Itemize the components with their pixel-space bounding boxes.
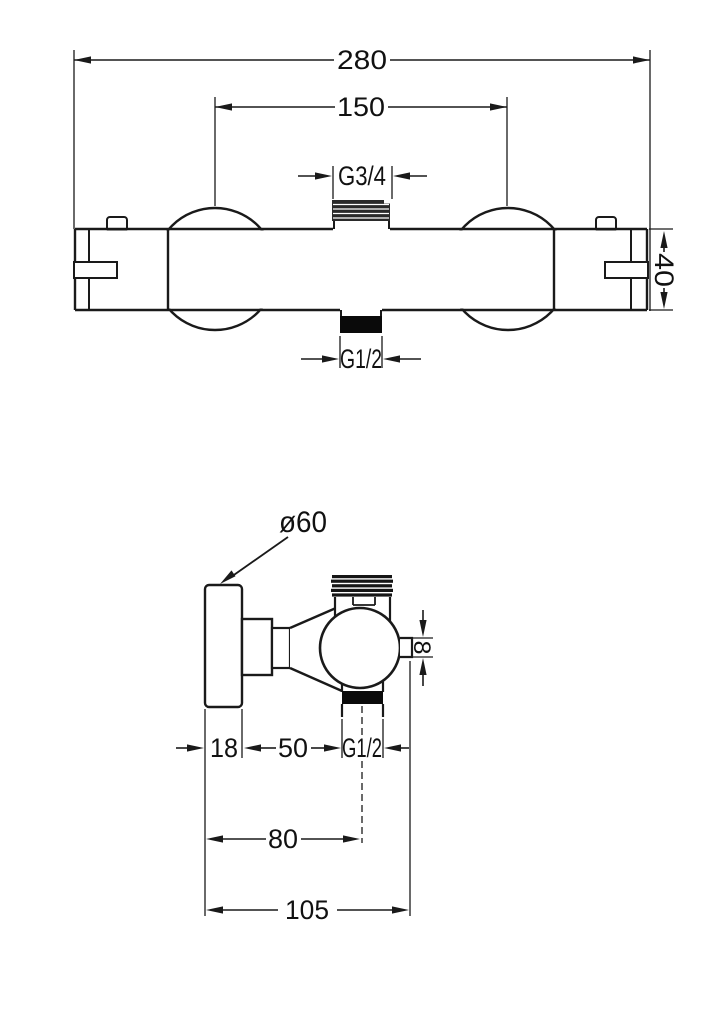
dim-top-thread: G3/4 (298, 161, 427, 199)
bracket-step (270, 626, 292, 670)
dim-flange-diameter-label: ø60 (279, 506, 327, 539)
bottom-stub-side (340, 681, 385, 717)
dim-total-depth-label: 105 (285, 895, 329, 925)
stub-neck (333, 221, 390, 229)
top-thread-side (331, 574, 393, 597)
thread-ridge (332, 593, 392, 597)
notch-left (73, 261, 118, 279)
thread-ridge (331, 588, 393, 592)
arrowhead-leader-icon (220, 570, 236, 584)
arrowhead-left-icon (206, 835, 223, 843)
dim-row-18-50-g12: 18 50 G1/2 (176, 733, 409, 763)
leader-line (230, 536, 289, 578)
dim-body-height: 40 (649, 228, 679, 311)
dim-side-tab-height: 8 (408, 610, 435, 686)
dim-flange-diameter: ø60 (220, 506, 327, 584)
thread-ridge (331, 579, 393, 583)
arrowhead-left-icon (383, 355, 400, 363)
side-extension-lines (204, 661, 411, 916)
valve-body-circle (318, 606, 402, 690)
arm-top-edge (289, 606, 337, 630)
thread-ridge (332, 575, 392, 579)
thread-block (342, 691, 383, 704)
arrowhead-right-icon (392, 906, 409, 914)
dim-side-tab-height-label: 8 (408, 641, 435, 655)
arrowhead-up-icon (419, 658, 427, 675)
side-view: ø60 (176, 506, 435, 925)
arrowhead-right-icon (324, 744, 341, 752)
dim-flange-to-outlet-label: 50 (278, 733, 308, 763)
stub-neck (340, 310, 382, 316)
arrowhead-left-icon (393, 172, 410, 180)
dim-total-depth: 105 (206, 895, 409, 925)
dim-handle-centers: 150 (214, 92, 508, 206)
arrowhead-left-icon (206, 906, 223, 914)
thread-block (340, 316, 382, 333)
dim-total-width-label: 280 (337, 45, 387, 75)
dim-total-width: 280 (73, 45, 651, 311)
dim-bottom-thread-label: G1/2 (340, 344, 382, 374)
arrowhead-right-icon (187, 744, 204, 752)
arrowhead-left-icon (244, 744, 261, 752)
bottom-outlet-stub (340, 310, 382, 333)
notch-right (604, 261, 649, 279)
arrowhead-down-icon (419, 620, 427, 637)
wall-flange (203, 583, 244, 709)
dim-wall-to-outlet: 80 (206, 824, 360, 854)
dim-wall-to-outlet-label: 80 (268, 824, 298, 854)
arrowhead-right-icon (315, 172, 332, 180)
dim-flange-depth-label: 18 (210, 733, 238, 763)
front-view: 280 150 G3/4 (73, 45, 679, 374)
dim-body-height-label: 40 (649, 253, 679, 287)
tab-outline (400, 636, 414, 659)
thread-ridges (333, 203, 389, 219)
arrowhead-right-icon (343, 835, 360, 843)
thread-block (332, 200, 390, 221)
body-fill (76, 230, 646, 309)
arm-bottom-edge (289, 666, 343, 693)
bracket-block (240, 617, 274, 677)
mixer-body-outline (73, 227, 649, 312)
arrowhead-left-icon (384, 744, 401, 752)
neck-slot (352, 597, 376, 606)
arrowhead-left-icon (74, 56, 91, 64)
arrowhead-right-icon (633, 56, 650, 64)
dim-top-thread-label: G3/4 (338, 161, 386, 191)
arrowhead-down-icon (660, 292, 668, 309)
side-tab (400, 636, 414, 659)
arrowhead-left-icon (215, 103, 232, 111)
dim-bottom-thread-side-label: G1/2 (342, 733, 382, 763)
arrowhead-right-icon (322, 355, 339, 363)
dim-handle-centers-label: 150 (337, 92, 385, 122)
stub-lower-sides (340, 704, 385, 717)
tab-fill (400, 638, 412, 657)
arrowhead-right-icon (490, 103, 507, 111)
dim-bottom-thread: G1/2 (301, 336, 421, 374)
thread-ridge (332, 584, 392, 588)
arrowhead-up-icon (660, 231, 668, 248)
thread-chamfer (384, 200, 390, 204)
neck-sides (333, 597, 392, 621)
top-thread-stub (332, 200, 390, 229)
stub-neck-sides (340, 681, 385, 692)
